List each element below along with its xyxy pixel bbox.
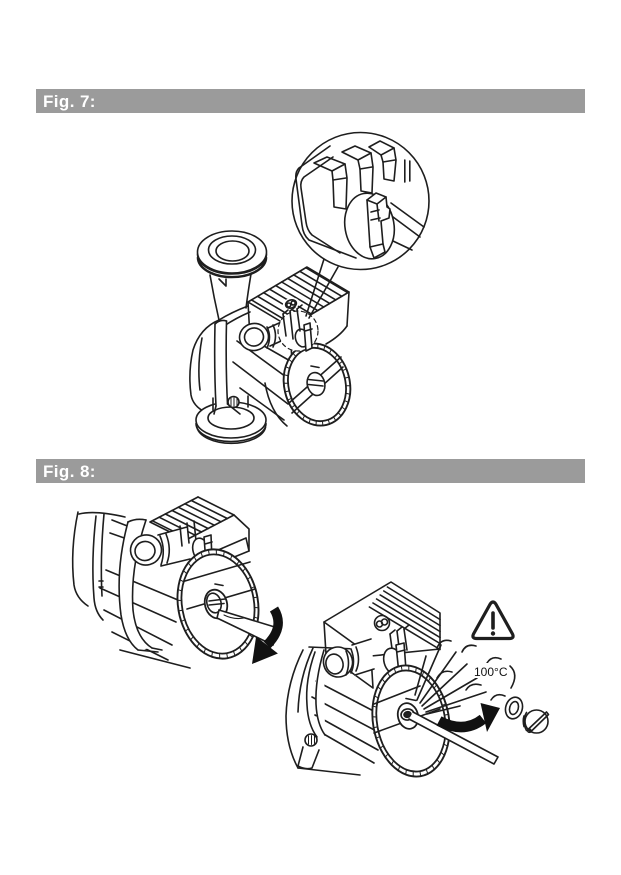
svg-text:100°C: 100°C [474, 665, 508, 679]
